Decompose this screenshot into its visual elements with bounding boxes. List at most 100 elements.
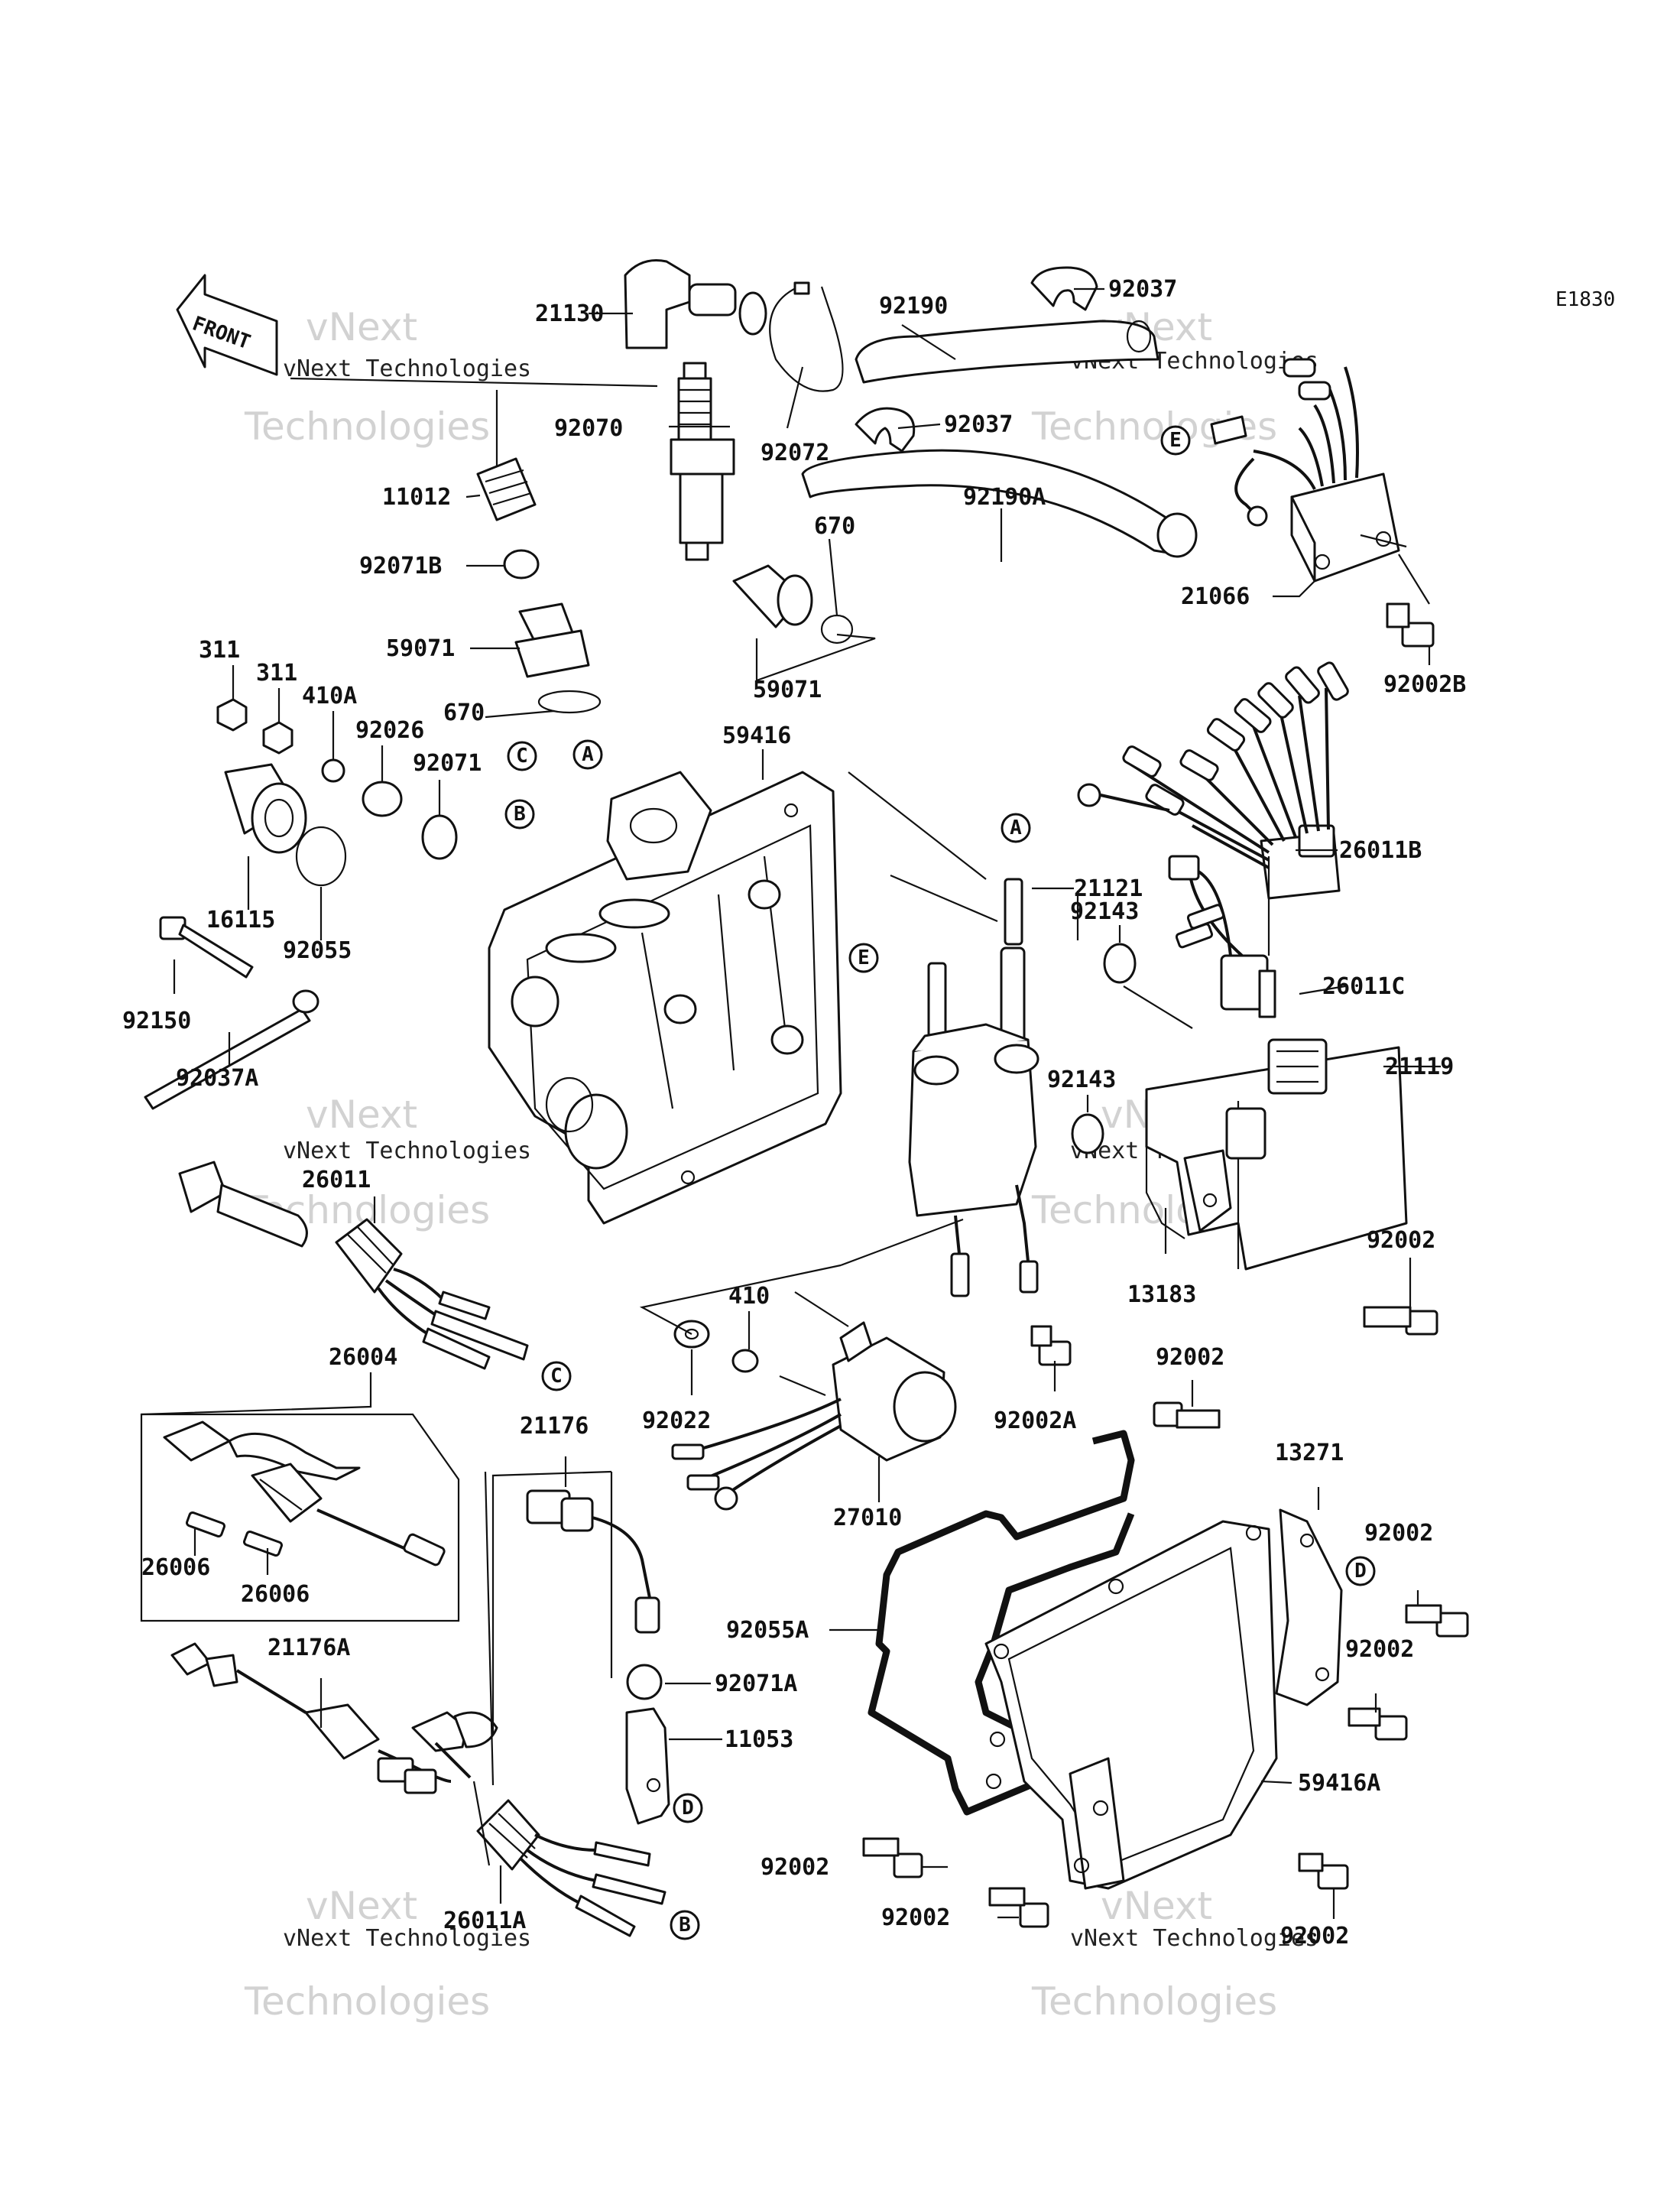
watermark-text: vNext Technologies <box>1070 1925 1318 1952</box>
watermark-text: vNext Technologies <box>283 356 531 382</box>
part-number-label: 21176 <box>520 1413 589 1440</box>
part-number-label: 13271 <box>1275 1440 1344 1466</box>
bolt-part <box>1363 1306 1438 1336</box>
part-number-label: 11012 <box>382 484 451 511</box>
part-number-label: 21119 <box>1385 1054 1454 1080</box>
ref-marker-e: E <box>858 946 870 969</box>
part-number-label: 92002 <box>1156 1344 1224 1371</box>
bracket-part <box>625 1707 670 1825</box>
part-number-label: 92037 <box>1108 276 1177 303</box>
part-number-label: 92022 <box>642 1407 711 1434</box>
part-number-label: 26006 <box>241 1581 310 1608</box>
clamp-band-part <box>769 285 844 392</box>
part-number-label: 410 <box>728 1283 770 1310</box>
grommet-part <box>626 1664 663 1700</box>
part-number-label: 21176A <box>268 1635 350 1661</box>
watermark-big: Technologies <box>244 1979 490 2024</box>
part-number-label: 92002 <box>881 1904 950 1931</box>
sender-part <box>170 1642 452 1794</box>
solenoid-part <box>671 1291 957 1511</box>
diagram-code: E1830 <box>1555 288 1615 311</box>
watermark-big: vNext <box>306 1093 417 1137</box>
part-number-label: 59071 <box>386 635 455 662</box>
watermark-text: vNext Technologies <box>283 1138 531 1164</box>
part-number-label: 92143 <box>1047 1067 1116 1093</box>
watermark-text: vNext Technologies <box>283 1925 531 1952</box>
part-number-label: 92070 <box>554 415 623 442</box>
part-number-label: 27010 <box>833 1505 902 1531</box>
part-number-label: 92143 <box>1070 898 1139 925</box>
sensor-part <box>163 1420 446 1567</box>
connector-part <box>1168 855 1276 1018</box>
washer-part <box>321 758 345 783</box>
bolt-part <box>988 1887 1049 1928</box>
grommet-part <box>362 781 403 817</box>
cdi-unit-part <box>1145 1038 1408 1271</box>
part-number-label: 59071 <box>753 677 822 703</box>
bolt-part <box>1298 1852 1349 1890</box>
part-number-label: 92002 <box>761 1854 829 1881</box>
part-number-label: 21066 <box>1181 583 1250 610</box>
part-number-label: 13183 <box>1127 1281 1196 1308</box>
leader-lines <box>141 287 1441 1919</box>
part-labels: 21130 92070 11012 92071B 59071 59071 920… <box>122 276 1466 1950</box>
watermark-big: Technologies <box>244 404 490 449</box>
clamp-band-tab <box>793 281 810 295</box>
spark-plug-cap-part <box>624 259 767 349</box>
nut-part <box>216 698 248 732</box>
bracket-part <box>1275 1508 1343 1706</box>
watermark-big: Technologies <box>1031 1979 1277 2024</box>
grommet-part <box>421 814 458 860</box>
ref-marker-b: B <box>679 1914 691 1937</box>
part-number-label: 92026 <box>355 717 424 744</box>
cylinder-head-cover-part <box>488 771 842 1225</box>
bolt-part <box>1405 1604 1469 1638</box>
connector-part <box>411 1711 666 1937</box>
part-number-label: 59416A <box>1298 1770 1380 1797</box>
clip-part <box>855 407 916 453</box>
connector-part <box>178 1161 529 1370</box>
bolt-part <box>159 916 254 979</box>
part-number-label: 92055 <box>283 937 352 964</box>
ref-marker-d: D <box>1354 1560 1367 1583</box>
part-number-label: 26011B <box>1339 837 1422 864</box>
connector-part <box>526 1489 660 1634</box>
part-number-label: 92071A <box>715 1670 797 1697</box>
tube-part <box>1004 878 1023 946</box>
part-number-label: 26006 <box>141 1554 210 1581</box>
ref-marker-c: C <box>550 1365 563 1388</box>
part-number-label: 26011C <box>1322 973 1405 1000</box>
part-number-label: 26011A <box>443 1907 526 1934</box>
grommet-part <box>476 457 537 521</box>
part-number-label: 670 <box>443 700 485 726</box>
o-ring-part <box>820 614 854 644</box>
spark-plug-part <box>670 362 735 561</box>
harness-part <box>1077 661 1349 900</box>
washer-part <box>731 1349 759 1373</box>
bolt-part <box>1030 1325 1072 1366</box>
bolt-part <box>1348 1707 1408 1741</box>
part-number-label: 92072 <box>761 440 829 466</box>
part-number-label: 311 <box>256 660 297 687</box>
cover-part <box>984 1520 1278 1890</box>
regulator-part <box>1210 358 1400 583</box>
watermark-big: vNext <box>306 305 417 349</box>
part-number-label: 311 <box>199 637 240 664</box>
part-number-label: 21130 <box>535 300 604 327</box>
watermark-big: vNext <box>1101 1884 1212 1928</box>
ignition-coil-part <box>908 946 1039 1297</box>
ref-marker-c: C <box>516 745 528 768</box>
part-number-label: 92071 <box>413 750 482 777</box>
bolt-part <box>1153 1401 1221 1429</box>
strap-part <box>144 1008 311 1110</box>
ref-marker-a: A <box>582 743 594 766</box>
part-number-label: 92002 <box>1367 1227 1435 1254</box>
part-number-label: 92002 <box>1345 1636 1414 1663</box>
bracket-part <box>1145 1147 1185 1239</box>
clip-part <box>1030 266 1098 311</box>
part-number-label: 16115 <box>206 907 275 933</box>
o-ring-part <box>295 826 347 887</box>
part-number-label: 92002B <box>1383 671 1466 698</box>
